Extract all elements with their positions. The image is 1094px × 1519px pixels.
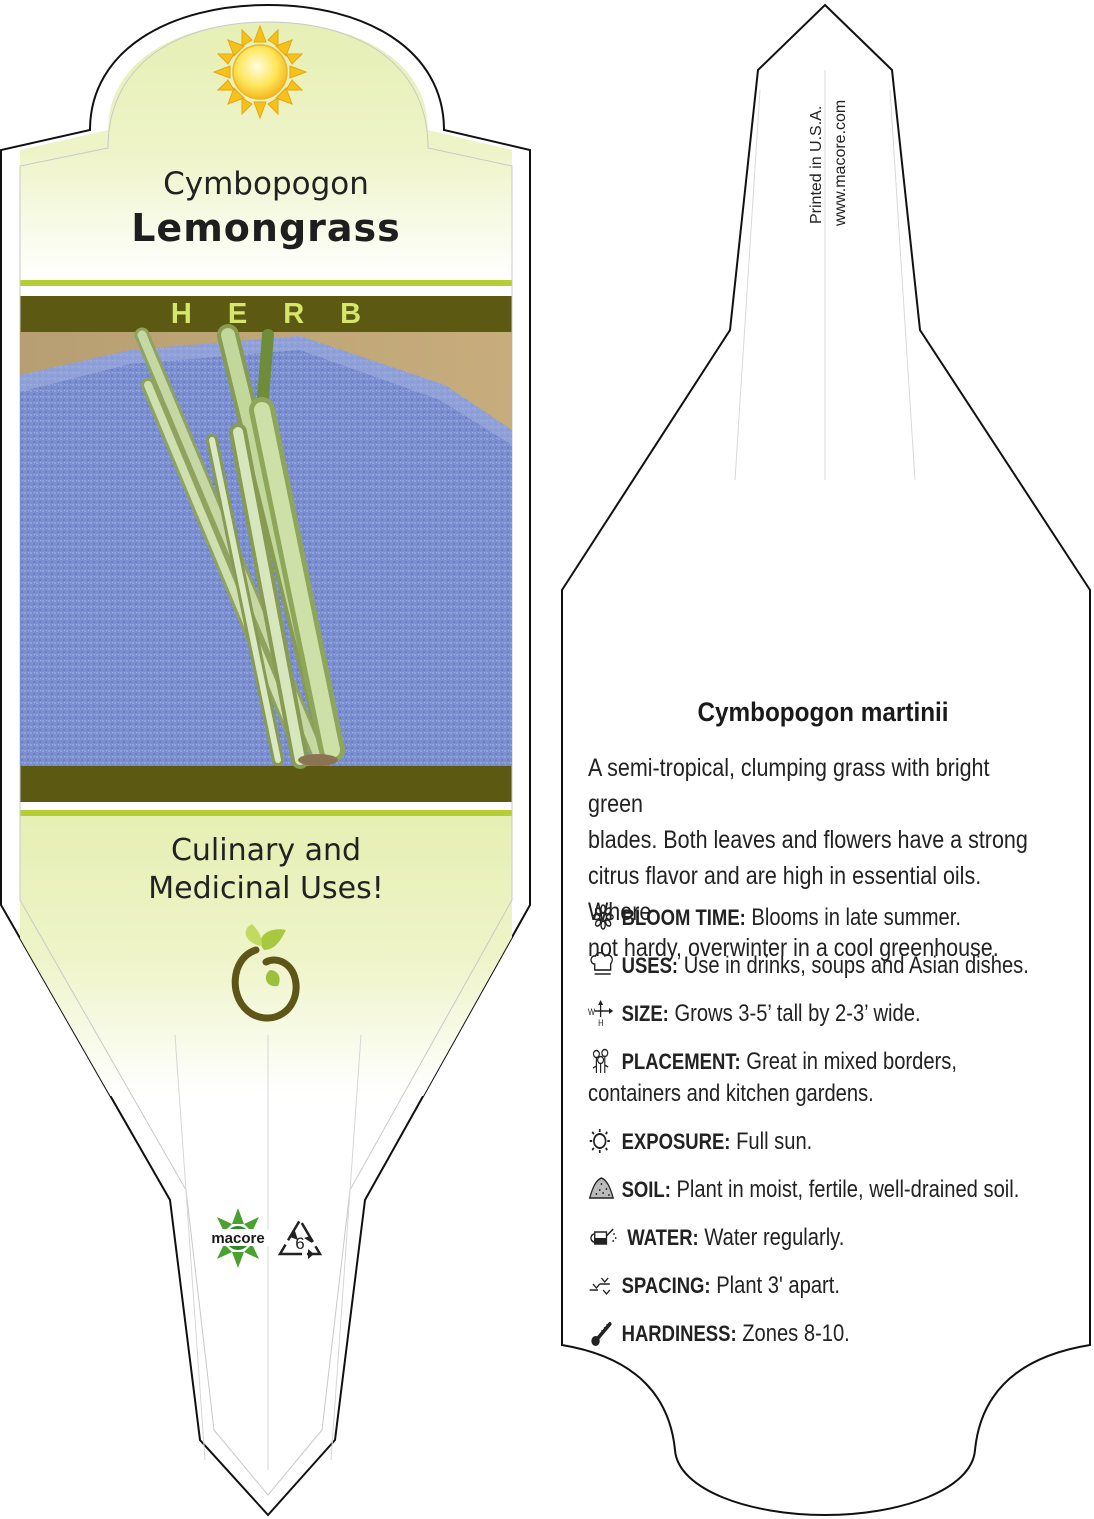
printed-in-text: Printed in U.S.A. bbox=[808, 105, 825, 224]
placement-label: PLACEMENT: bbox=[621, 1049, 741, 1074]
description-line: blades. Both leaves and flowers have a s… bbox=[588, 826, 1028, 854]
tagline-line-1: Culinary and bbox=[170, 833, 362, 868]
size-label: SIZE: bbox=[621, 1001, 669, 1026]
soil-value: Plant in moist, fertile, well-drained so… bbox=[676, 1176, 1020, 1203]
water-value: Water regularly. bbox=[704, 1224, 845, 1251]
tagline-line-2: Medicinal Uses! bbox=[148, 871, 384, 906]
back-tag-outline bbox=[561, 3, 1091, 1517]
exposure-row: EXPOSURE: Full sun. bbox=[588, 1126, 1042, 1158]
sun-icon bbox=[588, 1128, 618, 1154]
lower-lime-panel bbox=[20, 816, 512, 1096]
size-icon-width-letter: W bbox=[588, 1006, 595, 1017]
bloom-time-value: Blooms in late summer. bbox=[751, 904, 961, 931]
hardiness-label: HARDINESS: bbox=[621, 1321, 737, 1346]
genus-title: Cymbopogon bbox=[163, 166, 369, 202]
placement-value: Great in mixed borders, bbox=[746, 1048, 957, 1075]
bloom-time-row: BLOOM TIME: Blooms in late summer. bbox=[588, 902, 1042, 934]
category-label: HERB bbox=[170, 298, 398, 330]
size-icon-height-letter: H bbox=[598, 1017, 603, 1026]
bloom-time-label: BLOOM TIME: bbox=[621, 905, 746, 930]
uses-row: USES: Use in drinks, soups and Asian dis… bbox=[588, 950, 1042, 982]
exposure-label: EXPOSURE: bbox=[621, 1129, 731, 1154]
recycle-code: 6 bbox=[295, 1234, 304, 1253]
description-line: citrus flavor and are high in essential … bbox=[588, 862, 982, 926]
common-name-title: Lemongrass bbox=[131, 206, 401, 250]
spacing-value: Plant 3' apart. bbox=[716, 1272, 840, 1299]
botanical-name: Cymbopogon martinii bbox=[697, 697, 949, 727]
spacing-label: SPACING: bbox=[621, 1273, 711, 1298]
placement-value-cont: containers and kitchen gardens. bbox=[588, 1080, 874, 1107]
front-tag: macore 6 bbox=[0, 3, 531, 1517]
water-row: WATER: Water regularly. bbox=[588, 1222, 1042, 1254]
front-inner-guide bbox=[19, 21, 513, 1496]
size-value: Grows 3-5’ tall by 2-3’ wide. bbox=[674, 1000, 921, 1027]
macore-logo: macore bbox=[206, 1208, 270, 1268]
leaf-swirl-logo bbox=[231, 924, 300, 1022]
lower-lime-rule bbox=[20, 810, 512, 816]
spacing-row: SPACING: Plant 3' apart. bbox=[588, 1270, 1042, 1302]
photo-bottom-band bbox=[20, 766, 512, 802]
plants-icon bbox=[588, 1048, 618, 1074]
seedlings-icon bbox=[588, 1272, 618, 1298]
water-label: WATER: bbox=[627, 1225, 699, 1250]
tagline: Culinary and Medicinal Uses! bbox=[60, 832, 472, 908]
soil-icon bbox=[588, 1176, 618, 1202]
uses-label: USES: bbox=[621, 953, 679, 978]
soil-row: SOIL: Plant in moist, fertile, well-drai… bbox=[588, 1174, 1042, 1206]
lemongrass-photo bbox=[20, 324, 512, 769]
uses-value: Use in drinks, soups and Asian dishes. bbox=[683, 952, 1029, 979]
description-line: not hardy, overwinter in a cool greenhou… bbox=[588, 934, 999, 962]
top-lime-rule bbox=[20, 280, 512, 286]
flower-icon bbox=[588, 904, 618, 930]
top-lime-panel bbox=[20, 22, 512, 280]
full-sun-icon bbox=[212, 24, 308, 120]
placement-row: PLACEMENT: Great in mixed borders, conta… bbox=[588, 1046, 1042, 1110]
back-tag bbox=[561, 3, 1091, 1517]
recycle-icon: 6 bbox=[277, 1217, 323, 1259]
chef-hat-icon bbox=[588, 951, 618, 978]
thermometer-icon bbox=[588, 1320, 618, 1346]
soil-label: SOIL: bbox=[621, 1177, 671, 1202]
brand-name: macore bbox=[211, 1230, 264, 1247]
exposure-value: Full sun. bbox=[736, 1128, 813, 1155]
description-line: A semi-tropical, clumping grass with bri… bbox=[588, 754, 990, 818]
plant-description: A semi-tropical, clumping grass with bri… bbox=[588, 750, 1035, 966]
hardiness-row: HARDINESS: Zones 8-10. bbox=[588, 1318, 1042, 1350]
website-text: www.macore.com bbox=[832, 99, 849, 226]
hardiness-value: Zones 8-10. bbox=[742, 1320, 850, 1347]
watering-can-icon bbox=[588, 1224, 618, 1250]
herb-band bbox=[20, 296, 512, 332]
